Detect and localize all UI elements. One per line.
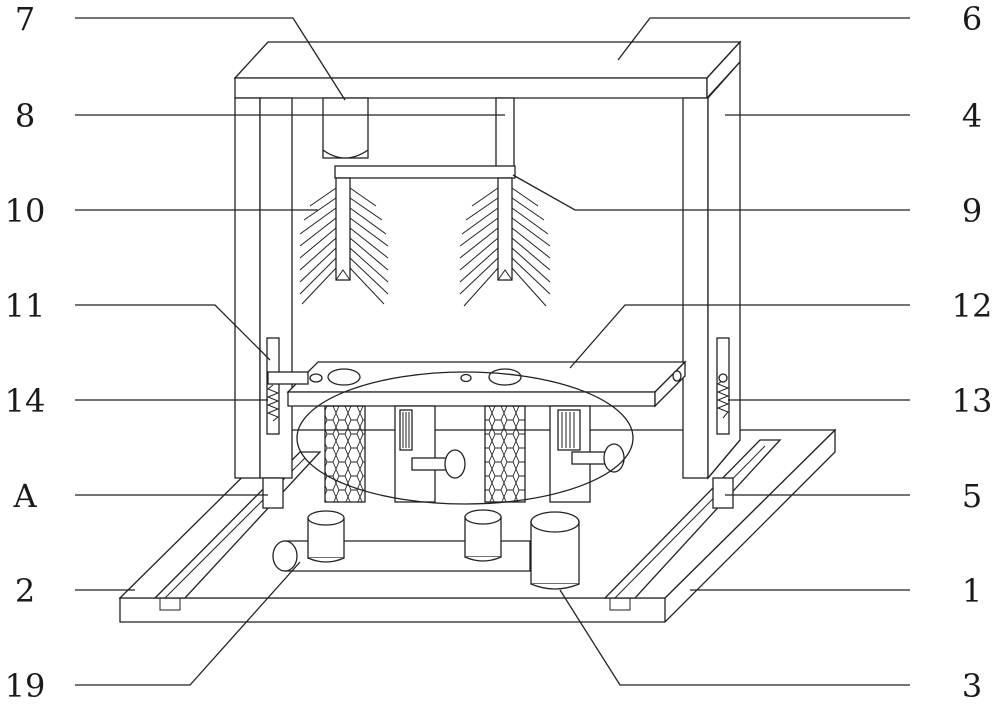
cylinder-right (530, 511, 580, 590)
left-brush (299, 177, 389, 305)
detail-circle-a (296, 371, 634, 505)
right-rail-groove (603, 439, 782, 611)
label-1: 1 (962, 572, 982, 610)
label-19: 19 (5, 667, 46, 705)
hanging-rod (495, 97, 515, 171)
label-13: 13 (952, 382, 993, 420)
leader-lines (75, 17, 910, 686)
right-brush (459, 177, 551, 307)
label-11: 11 (5, 287, 46, 325)
cylinder-middle (464, 509, 502, 562)
right-slot-spring (716, 337, 730, 435)
label-2: 2 (15, 572, 35, 610)
label-4: 4 (962, 97, 982, 135)
label-3: 3 (962, 667, 982, 705)
label-a: A (12, 477, 37, 515)
roller-left (324, 405, 366, 503)
label-8: 8 (15, 97, 35, 135)
brush-bar (334, 165, 516, 179)
right-column (682, 60, 741, 509)
label-5: 5 (962, 477, 982, 515)
clamp-block-right (549, 405, 625, 503)
label-12: 12 (952, 287, 993, 325)
motor (322, 97, 369, 159)
work-table (267, 360, 687, 408)
left-labels: 7 8 10 11 14 A 2 19 (5, 0, 46, 705)
label-7: 7 (15, 0, 35, 38)
left-slot-spring (266, 337, 280, 435)
label-9: 9 (962, 192, 982, 230)
label-14: 14 (5, 382, 46, 420)
top-beam (233, 40, 742, 100)
roller-right (484, 405, 526, 503)
cylinder-left (307, 510, 345, 563)
right-labels: 6 4 9 12 13 5 1 3 (952, 0, 993, 705)
label-10: 10 (5, 192, 46, 230)
label-6: 6 (962, 0, 982, 38)
clamp-block-left (394, 405, 466, 503)
left-column (234, 97, 293, 509)
